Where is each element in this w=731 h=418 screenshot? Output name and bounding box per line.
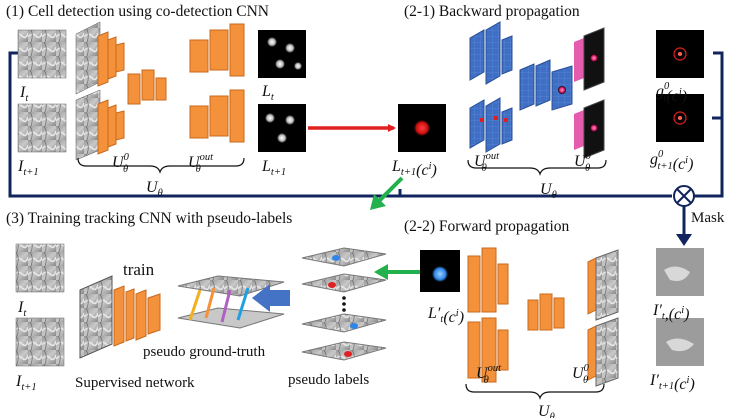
pseudo-ground-truth — [177, 275, 285, 329]
heatmap-Lt1-ci — [398, 104, 446, 152]
label-It1-20: It+1 — [15, 373, 37, 393]
brace-2 — [467, 159, 607, 176]
label-Lt1-6: Lt+1 — [261, 158, 286, 178]
connector-lines — [8, 51, 724, 238]
train-input-It — [15, 243, 65, 293]
input-image-It1 — [17, 103, 67, 153]
section-title-2-2: (2-2) Forward propagation — [404, 218, 570, 235]
label-Utheta-18: Uθ — [538, 403, 555, 418]
pseudo-labels-label: pseudo labels — [288, 372, 369, 388]
label-Lt1c-7: Lt+1(ci) — [391, 158, 437, 179]
encoder-stack-top — [75, 21, 125, 95]
label-It-0: It — [19, 84, 29, 104]
blue-arrow-left — [252, 284, 290, 312]
decoder-stack-bottom — [189, 89, 245, 143]
label-It1p-15: I′t+1(ci) — [649, 372, 695, 393]
label-Lt-5: Lt — [261, 83, 275, 103]
supervised-network-label: Supervised network — [75, 375, 195, 391]
train-label: train — [123, 260, 155, 279]
masked-image-Itp — [656, 248, 704, 296]
mask-label: Mask — [691, 210, 725, 226]
mask-arrow-head — [676, 234, 692, 246]
navy-loop-right — [690, 51, 724, 198]
heatmap-Lt — [258, 30, 306, 78]
label-Utheta-4: Uθ — [146, 179, 163, 199]
input-image-It — [17, 29, 67, 79]
heatmap-Lt1 — [258, 104, 306, 152]
encoder-stack-bottom — [75, 89, 125, 161]
supervised-network — [79, 275, 161, 359]
heatmap-Ltp — [420, 250, 460, 292]
label-It-19: It — [17, 299, 27, 319]
backward-net-bottom — [469, 97, 605, 159]
gradient-map-gt — [656, 30, 704, 78]
section-title-2-1: (2-1) Backward propagation — [404, 3, 580, 20]
pseudo-gt-label: pseudo ground-truth — [143, 344, 266, 360]
brace-1 — [77, 157, 245, 174]
multiply-icon — [673, 185, 695, 207]
green-arrow-1 — [370, 176, 404, 210]
green-arrow-2 — [374, 264, 420, 280]
gradient-map-gt1 — [656, 94, 704, 142]
decoder-stack-top — [189, 23, 245, 77]
label-Utheta-12: Uθ — [540, 181, 557, 201]
forward-net — [467, 247, 619, 387]
masked-image-It1p — [656, 318, 704, 366]
pseudo-labels-stack — [301, 247, 387, 361]
label-It1-1: It+1 — [17, 158, 39, 178]
train-input-It1 — [15, 317, 65, 367]
section-title-1: (1) Cell detection using co-detection CN… — [6, 3, 269, 20]
bottleneck-stack — [127, 69, 167, 105]
backward-net-top — [469, 21, 605, 111]
section-title-3: (3) Training tracking CNN with pseudo-la… — [6, 210, 292, 227]
label-Ltp-13: L′t(ci) — [427, 305, 464, 326]
brace-3 — [465, 383, 605, 400]
navy-loop-left — [8, 51, 402, 198]
label-Itp-14: I′t,(ci) — [652, 302, 689, 323]
